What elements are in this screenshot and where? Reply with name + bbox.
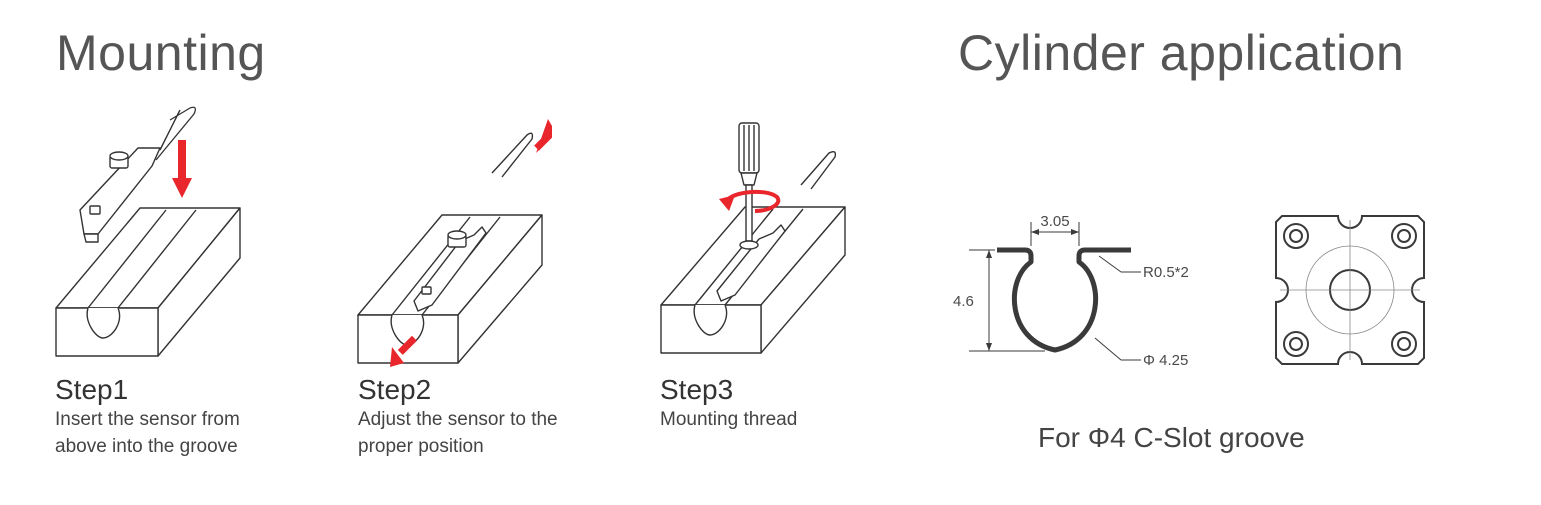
- step2-desc-line1: Adjust the sensor to the: [358, 409, 558, 430]
- cylinder-flange-drawing: [1275, 215, 1425, 365]
- mounting-title: Mounting: [56, 25, 266, 81]
- step1: Step1 Insert the sensor from above into …: [55, 374, 315, 460]
- down-left-arrow: [390, 335, 417, 367]
- up-arrow: [534, 119, 552, 153]
- step2-heading: Step2: [358, 374, 432, 405]
- step2-desc-line2: proper position: [358, 436, 484, 457]
- step1-heading: Step1: [55, 374, 129, 405]
- step3-desc-line1: Mounting thread: [660, 409, 798, 430]
- slot-outline: [997, 247, 1131, 353]
- sensor-body: [716, 224, 786, 302]
- diameter-label: Φ 4.25: [1143, 352, 1188, 369]
- step1-illustration: [55, 106, 241, 357]
- rotate-arrow: [719, 189, 781, 213]
- step2: Step2 Adjust the sensor to the proper po…: [358, 374, 618, 460]
- step3: Step3 Mounting thread: [660, 374, 920, 433]
- radius-label: R0.5*2: [1143, 264, 1189, 281]
- down-arrow: [172, 140, 192, 198]
- width-label: 3.05: [1040, 213, 1069, 230]
- cylinder-application-title: Cylinder application: [958, 25, 1405, 81]
- height-label: 4.6: [953, 293, 974, 310]
- step3-illustration: [660, 122, 846, 354]
- step2-illustration: [357, 119, 552, 367]
- flange-outline: [1275, 215, 1425, 365]
- c-slot-caption: For Φ4 C-Slot groove: [1038, 422, 1305, 453]
- c-slot-profile: 3.05 4.6 R0.5*2 Φ 4.25: [953, 213, 1189, 369]
- step3-heading: Step3: [660, 374, 734, 405]
- step1-desc-line1: Insert the sensor from: [55, 409, 240, 430]
- step1-desc-line2: above into the groove: [55, 436, 238, 457]
